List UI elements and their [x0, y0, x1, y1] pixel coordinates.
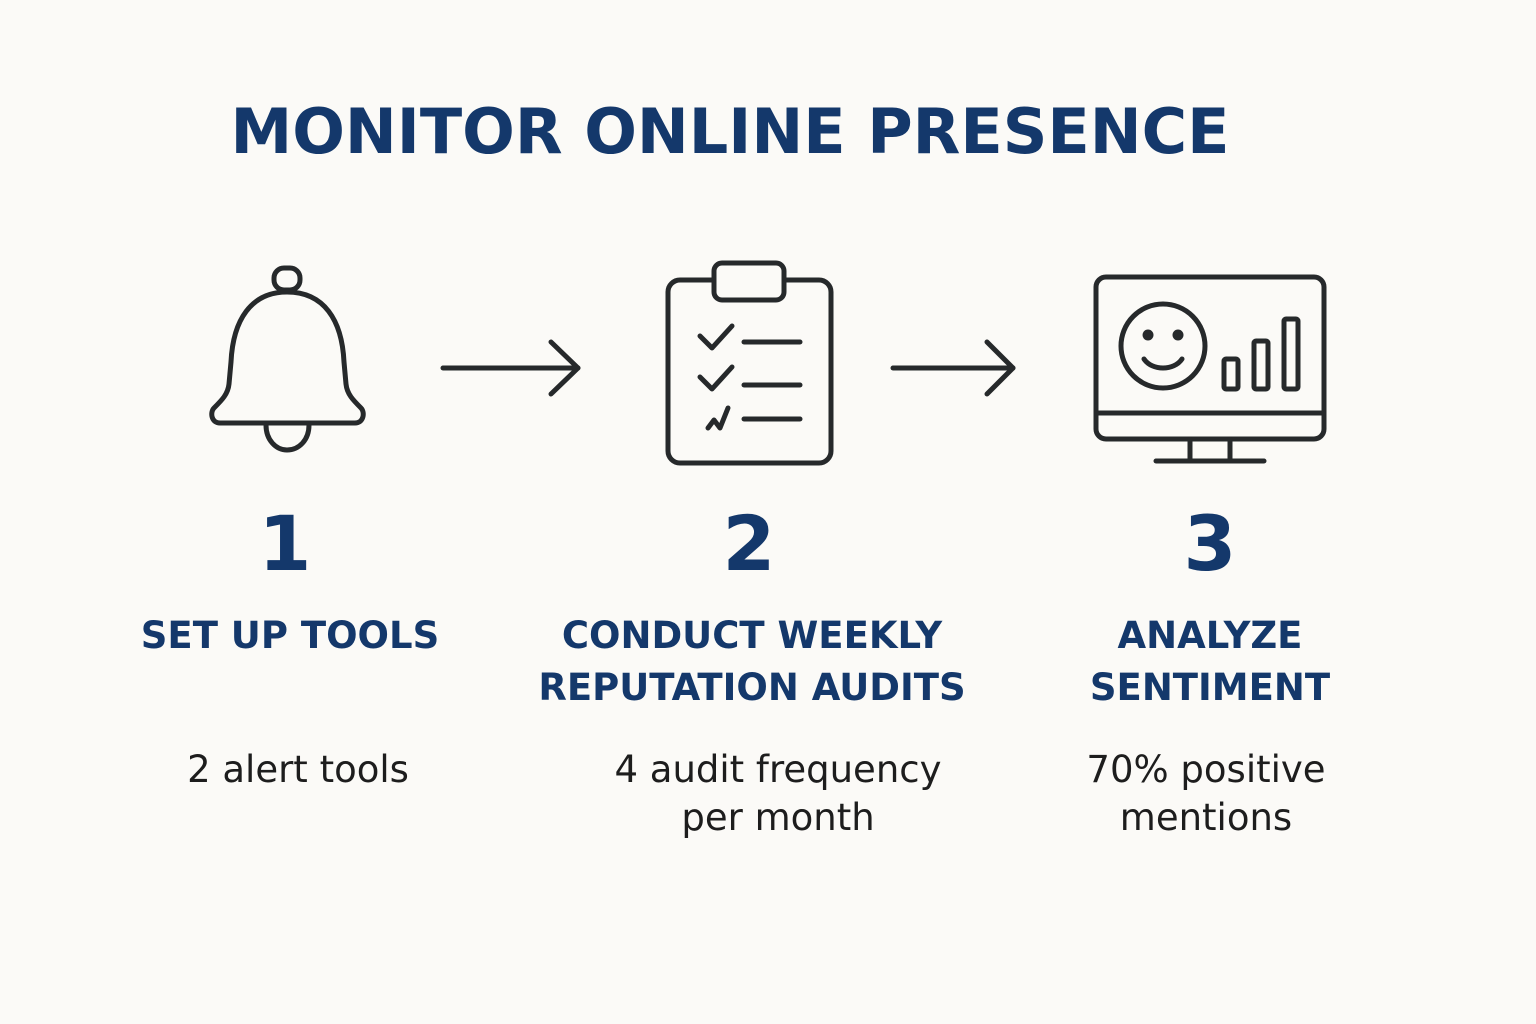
bell-icon: [205, 262, 370, 457]
step-number: 2: [722, 499, 776, 588]
page-title: MONITOR ONLINE PRESENCE: [230, 95, 1230, 168]
step-description: 4 audit frequency per month: [614, 748, 942, 839]
step-number: 3: [1183, 499, 1237, 588]
step-description: 70% positive mentions: [1086, 748, 1326, 839]
step-description: 2 alert tools: [187, 748, 409, 791]
step-number: 1: [258, 499, 312, 588]
arrow-right-icon: [888, 336, 1038, 404]
step-title: SET UP TOOLS: [140, 614, 440, 657]
step-title: CONDUCT WEEKLY REPUTATION AUDITS: [538, 614, 966, 709]
clipboard-checklist-icon: [662, 258, 837, 470]
arrow-right-icon: [438, 336, 588, 404]
step-title: ANALYZE SENTIMENT: [1089, 614, 1331, 709]
monitor-smiley-chart-icon: [1090, 271, 1330, 471]
